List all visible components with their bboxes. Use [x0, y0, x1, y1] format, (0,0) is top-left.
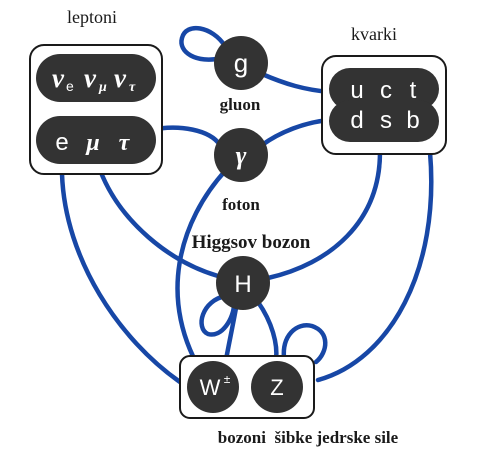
tau-symbol: τ — [119, 130, 131, 156]
gluon-label: gluon — [220, 95, 261, 114]
interaction-lines — [59, 25, 434, 385]
w-boson-charge: ± — [224, 372, 231, 386]
lepton-higgs-line — [97, 167, 221, 279]
electron-symbol: e — [55, 129, 68, 156]
higgs-label: Higgsov bozon — [192, 232, 311, 253]
gluon-quark-line — [259, 71, 333, 95]
bottom-quark-symbol: b — [406, 107, 419, 134]
weak-boson-group: W ± Z bozoni šibke jedrske sile — [179, 355, 399, 447]
photon-w-line — [175, 167, 229, 381]
wz-self-loop — [281, 323, 328, 365]
photon-symbol: γ — [236, 141, 247, 170]
photon-label: foton — [222, 195, 260, 214]
charm-quark-symbol: c — [380, 77, 392, 104]
top-quark-symbol: t — [410, 77, 417, 104]
gluon-symbol: g — [234, 48, 248, 78]
down-quark-symbol: d — [350, 107, 363, 134]
z-boson-symbol: Z — [270, 375, 283, 400]
neutrino-e-subscript: e — [66, 78, 74, 94]
photon-node-group: γ foton — [214, 128, 268, 214]
neutrino-tau-symbol: ν — [114, 63, 127, 93]
strange-quark-symbol: s — [380, 107, 392, 134]
higgs-node — [216, 256, 270, 310]
photon-quark-line — [259, 117, 333, 148]
higgs-wz-line-2 — [255, 299, 279, 363]
higgs-symbol: H — [234, 271, 251, 298]
gluon-self-loop — [179, 25, 228, 62]
gluon-node-group: g gluon — [214, 36, 268, 114]
lepton-label: leptoni — [67, 7, 117, 27]
neutrino-mu-subscript: μ — [98, 80, 107, 95]
w-boson-node — [187, 361, 239, 413]
neutrino-mu-symbol: ν — [84, 63, 97, 93]
quark-higgs-line — [265, 149, 383, 281]
z-boson-node — [251, 361, 303, 413]
gluon-node — [214, 36, 268, 90]
quark-group: kvarki u c t d s b — [321, 24, 447, 155]
down-type-quark-pill — [329, 100, 439, 142]
photon-node — [214, 128, 268, 182]
lepton-w-line — [59, 171, 183, 385]
weak-boson-label: bozoni šibke jedrske sile — [218, 428, 399, 447]
quark-label: kvarki — [351, 24, 397, 44]
muon-symbol: μ — [84, 130, 99, 156]
up-type-quark-pill — [329, 68, 439, 110]
quark-z-line — [315, 149, 434, 383]
higgs-self-loop — [199, 293, 237, 337]
up-quark-symbol: u — [350, 77, 363, 104]
neutrino-tau-subscript: τ — [129, 80, 136, 95]
neutrino-pill — [36, 54, 156, 102]
w-boson-symbol: W — [200, 375, 221, 400]
lepton-group: leptoni ν e ν μ ν τ e μ τ — [29, 7, 163, 175]
neutrino-e-symbol: ν — [52, 63, 65, 93]
charged-lepton-pill — [36, 116, 156, 164]
higgs-node-group: Higgsov bozon H — [192, 232, 311, 310]
